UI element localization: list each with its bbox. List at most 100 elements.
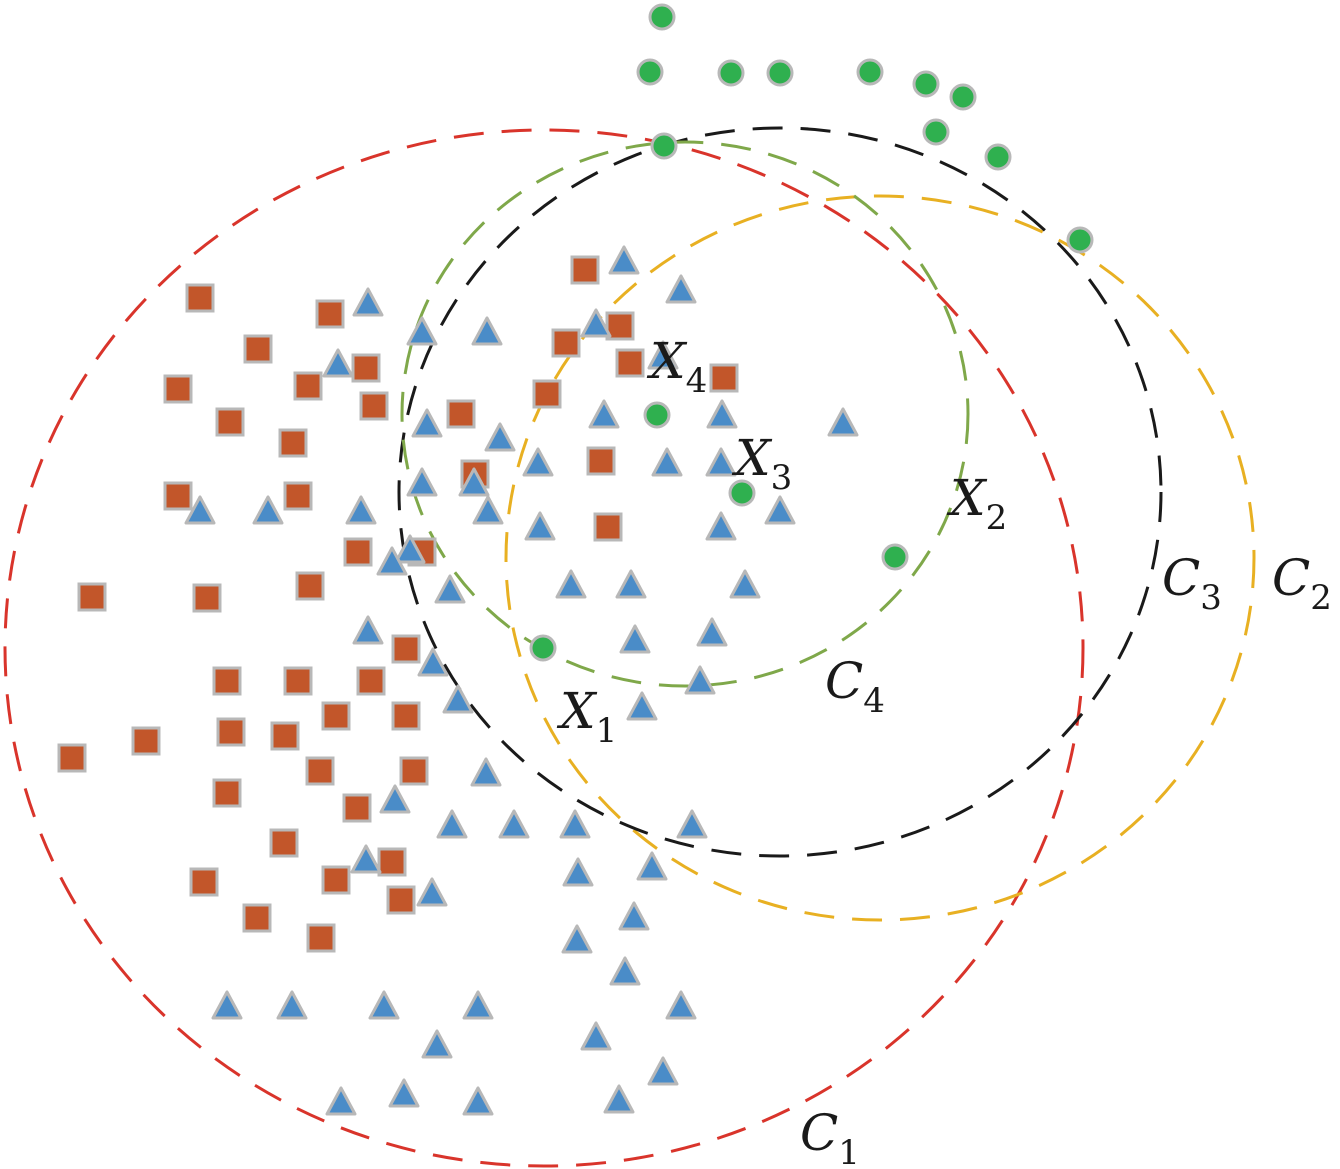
square-marker	[189, 867, 219, 897]
triangle-marker	[184, 495, 216, 525]
square-marker	[131, 726, 161, 756]
label-c1: C1	[800, 1104, 860, 1169]
circle-marker	[643, 401, 671, 429]
cluster-boundary-c2	[504, 194, 1256, 922]
square-marker	[305, 756, 335, 786]
triangle-marker	[524, 511, 556, 541]
triangle-marker	[580, 308, 612, 338]
triangle-marker	[588, 399, 620, 429]
square-marker	[270, 721, 300, 751]
triangle-marker	[626, 691, 658, 721]
triangle-marker	[615, 569, 647, 599]
triangle-marker	[484, 422, 516, 452]
triangle-marker	[608, 245, 640, 275]
triangle-marker	[416, 877, 448, 907]
square-marker	[570, 255, 600, 285]
triangle-marker	[352, 287, 384, 317]
triangle-marker	[559, 809, 591, 839]
triangle-marker	[379, 784, 411, 814]
triangle-marker	[458, 467, 490, 497]
triangle-marker	[434, 574, 466, 604]
triangle-marker	[561, 924, 593, 954]
square-marker	[163, 481, 193, 511]
circle-marker	[922, 118, 950, 146]
triangle-marker	[665, 274, 697, 304]
square-marker	[586, 446, 616, 476]
triangle-marker	[729, 569, 761, 599]
square-marker	[356, 666, 386, 696]
triangle-marker	[411, 408, 443, 438]
triangle-marker	[618, 901, 650, 931]
square-marker	[163, 374, 193, 404]
label-x1: X1	[556, 682, 617, 751]
square-marker	[377, 847, 407, 877]
cluster-boundary-c3	[397, 126, 1163, 858]
square-marker	[57, 743, 87, 773]
square-marker	[295, 571, 325, 601]
square-marker	[216, 717, 246, 747]
circle-marker	[912, 70, 940, 98]
triangle-marker	[352, 615, 384, 645]
triangle-marker	[705, 511, 737, 541]
square-marker	[605, 311, 635, 341]
triangle-markers	[184, 245, 859, 1116]
triangle-marker	[705, 447, 737, 477]
square-marker	[215, 407, 245, 437]
cluster-boundary-c1	[3, 128, 1085, 1168]
square-marker	[709, 363, 739, 393]
triangle-marker	[376, 546, 408, 576]
square-marker	[593, 512, 623, 542]
circle-marker	[1066, 226, 1094, 254]
square-marker	[242, 903, 272, 933]
square-marker	[269, 828, 299, 858]
square-marker	[212, 666, 242, 696]
circle-marker	[984, 143, 1012, 171]
triangle-marker	[603, 1084, 635, 1114]
triangle-marker	[555, 569, 587, 599]
triangle-marker	[406, 316, 438, 346]
square-marker	[321, 701, 351, 731]
triangle-marker	[684, 665, 716, 695]
label-x2: X2	[946, 469, 1007, 538]
triangle-marker	[345, 495, 377, 525]
square-marker	[391, 701, 421, 731]
square-marker	[343, 537, 373, 567]
triangle-marker	[350, 844, 382, 874]
triangle-marker	[647, 1056, 679, 1086]
square-marker	[315, 299, 345, 329]
circle-marker	[881, 543, 909, 571]
triangle-marker	[764, 495, 796, 525]
square-marker	[615, 348, 645, 378]
triangle-marker	[636, 851, 668, 881]
triangle-marker	[696, 617, 728, 647]
square-marker	[283, 481, 313, 511]
square-marker	[342, 793, 372, 823]
square-marker	[278, 428, 308, 458]
triangle-marker	[827, 407, 859, 437]
label-c2: C2	[1272, 549, 1332, 618]
square-marker	[386, 885, 416, 915]
triangle-marker	[417, 647, 449, 677]
circle-marker	[648, 3, 676, 31]
circle-marker	[856, 58, 884, 86]
square-markers	[57, 255, 739, 953]
triangle-marker	[609, 956, 641, 986]
label-x4: X4	[646, 332, 707, 401]
circle-marker	[529, 634, 557, 662]
circle-marker	[650, 132, 678, 160]
label-c3: C3	[1162, 549, 1222, 618]
triangle-marker	[276, 990, 308, 1020]
square-marker	[399, 756, 429, 786]
triangle-marker	[665, 990, 697, 1020]
triangle-marker	[522, 447, 554, 477]
cluster-boundary-c4	[400, 140, 970, 688]
square-marker	[391, 634, 421, 664]
square-marker	[359, 391, 389, 421]
triangle-marker	[498, 809, 530, 839]
triangle-marker	[211, 990, 243, 1020]
square-marker	[77, 582, 107, 612]
circle-marker	[949, 83, 977, 111]
square-marker	[192, 583, 222, 613]
circle-marker	[717, 59, 745, 87]
